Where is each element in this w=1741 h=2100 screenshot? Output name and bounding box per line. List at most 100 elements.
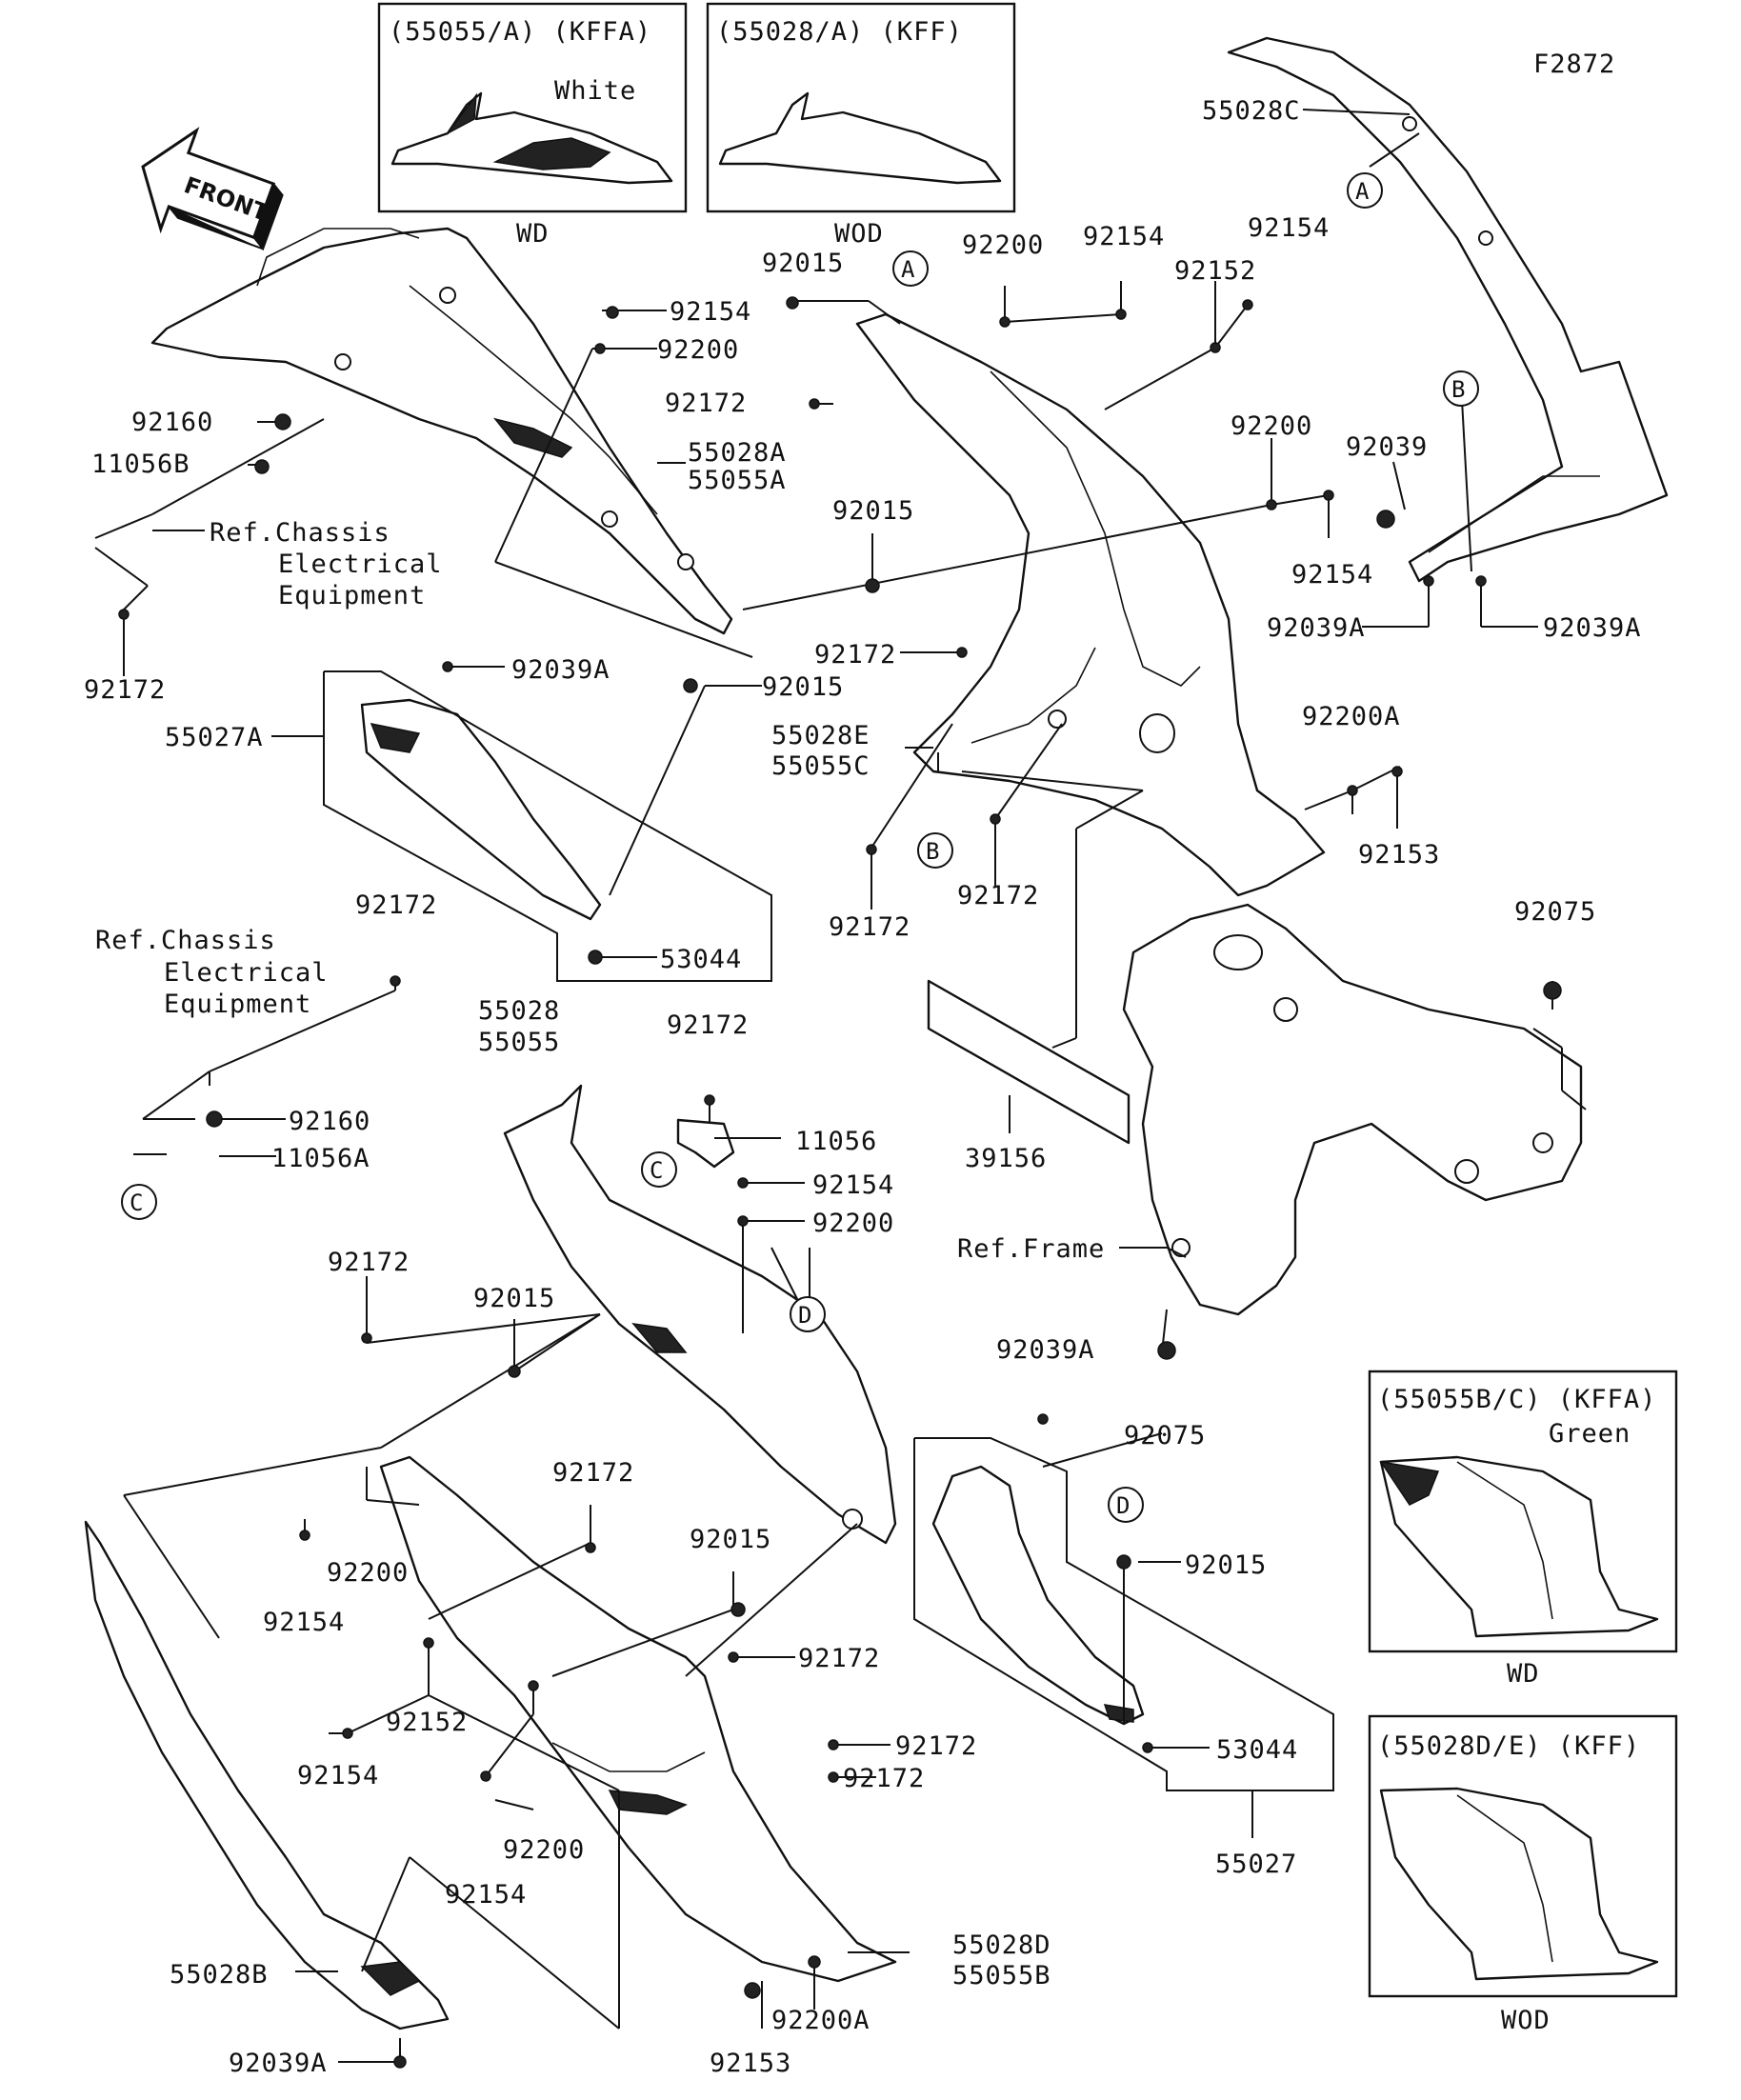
part-label: 92172 <box>328 1248 410 1277</box>
part-label: 92172 <box>84 675 166 705</box>
inset-box-wd-white: (55055/A) (KFFA) White WD <box>377 2 688 249</box>
part-label: 92152 <box>1174 256 1256 286</box>
svg-text:D: D <box>798 1302 811 1329</box>
part-label: 92172 <box>957 881 1039 910</box>
callout-d-2: D <box>1108 1487 1144 1523</box>
part-label: 92154 <box>1248 213 1330 243</box>
part-label: 92039A <box>511 655 610 685</box>
part-label: 92200A <box>1302 702 1401 731</box>
callout-c-1: C <box>641 1151 677 1188</box>
fastener-markers <box>118 296 1562 2069</box>
part-label: 92200 <box>962 230 1044 260</box>
part-label: 92039 <box>1346 432 1428 462</box>
part-label: 92154 <box>263 1608 345 1637</box>
svg-text:C: C <box>650 1157 663 1184</box>
part-label: 92015 <box>473 1284 555 1313</box>
figure-id: F2872 <box>1533 50 1615 79</box>
part-label: 55028A <box>688 438 787 468</box>
part-label: 92015 <box>762 249 844 278</box>
part-label: 11056A <box>271 1144 370 1173</box>
inset-box-title: (55028/A) (KFF) <box>716 17 963 47</box>
part-label: 92154 <box>297 1761 379 1790</box>
part-label: 53044 <box>1216 1735 1298 1765</box>
part-label: 55027 <box>1215 1850 1297 1879</box>
inset-box-caption: WOD <box>834 219 884 249</box>
part-label: 55055 <box>478 1028 560 1057</box>
inset-color-note: White <box>554 76 636 106</box>
part-label: 55027A <box>165 723 264 752</box>
ref-note-chassis-1: Ref.Chassis Electrical Equipment <box>210 518 443 610</box>
inset-box-caption: WD <box>516 219 550 249</box>
part-label: 92075 <box>1514 897 1596 927</box>
part-label: 92039A <box>1267 613 1366 643</box>
callout-c-2: C <box>121 1184 157 1220</box>
upper-cowl-right-55028c <box>1227 36 1669 583</box>
callout-b-2: B <box>917 832 953 869</box>
part-label: 92172 <box>895 1731 977 1761</box>
part-label: 55028E <box>771 721 870 750</box>
inset-box-caption: WD <box>1507 1659 1540 1689</box>
lower-cowl-55028b <box>84 1520 450 2030</box>
part-label: 55028 <box>478 996 560 1026</box>
upper-cowl-left <box>150 227 733 635</box>
svg-text:B: B <box>1451 376 1465 403</box>
part-label: 55055C <box>771 751 870 781</box>
inset-box-wod: (55028/A) (KFF) WOD <box>706 2 1016 249</box>
part-label: 92152 <box>386 1708 468 1737</box>
part-label: 92172 <box>843 1764 925 1793</box>
part-label: 92075 <box>1124 1421 1206 1450</box>
inner-cover-55027 <box>931 1465 1145 1726</box>
leader-lines <box>94 109 1587 2063</box>
callout-b-1: B <box>1443 370 1479 407</box>
part-label: 92160 <box>289 1107 370 1136</box>
svg-text:Equipment: Equipment <box>278 581 426 610</box>
part-label: 92039A <box>996 1335 1095 1365</box>
part-label: 92154 <box>812 1170 894 1200</box>
ref-note-chassis-2: Ref.Chassis Electrical Equipment <box>95 926 328 1019</box>
part-label: 55055A <box>688 466 787 495</box>
part-label: 92015 <box>690 1525 771 1554</box>
part-label: 92154 <box>670 297 751 327</box>
inset-color-note: Green <box>1549 1419 1631 1449</box>
part-label: 92200A <box>771 2006 870 2035</box>
part-label: 92154 <box>1291 560 1373 590</box>
part-label: 55028C <box>1202 96 1301 126</box>
part-label: 92172 <box>667 1010 749 1040</box>
part-label: 55028D <box>952 1930 1051 1960</box>
part-label: 55028B <box>170 1960 269 1990</box>
front-arrow-icon: FRONT <box>141 127 284 251</box>
inset-box-title: (55028D/E) (KFF) <box>1377 1731 1640 1761</box>
part-label: Ref.Frame <box>957 1234 1105 1264</box>
middle-cowl-center <box>855 312 1326 897</box>
part-label: 92200 <box>657 335 739 365</box>
inset-box-title: (55055/A) (KFFA) <box>389 17 651 47</box>
svg-text:D: D <box>1116 1492 1130 1519</box>
callout-a-2: A <box>892 250 929 287</box>
decal-39156 <box>927 979 1131 1145</box>
part-label: 92154 <box>1083 222 1165 251</box>
part-label: 92153 <box>1358 840 1440 870</box>
svg-text:Ref.Chassis: Ref.Chassis <box>210 518 390 548</box>
part-label: 92172 <box>798 1644 880 1673</box>
part-label: 92015 <box>1185 1550 1267 1580</box>
part-label: 92172 <box>665 389 747 418</box>
part-label: 92200 <box>812 1209 894 1238</box>
part-label: 92154 <box>445 1880 527 1910</box>
svg-text:Electrical: Electrical <box>278 550 443 579</box>
svg-text:B: B <box>926 838 939 865</box>
part-number-labels: 55028C 92015 92200 92154 92152 92154 921… <box>84 96 1641 2078</box>
inset-box-wd-green: (55055B/C) (KFFA) Green WD <box>1368 1370 1678 1689</box>
part-label: 92153 <box>710 2049 791 2078</box>
part-label: 92172 <box>829 912 911 942</box>
callout-a-1: A <box>1347 172 1383 209</box>
callout-d-1: D <box>790 1296 826 1332</box>
part-label: 92200 <box>327 1558 409 1588</box>
svg-text:Ref.Chassis: Ref.Chassis <box>95 926 276 955</box>
part-label: 92015 <box>762 672 844 702</box>
svg-text:Equipment: Equipment <box>164 990 311 1019</box>
part-label: 11056 <box>795 1127 877 1156</box>
bracket-11056 <box>676 1118 735 1169</box>
inset-box-title: (55055B/C) (KFFA) <box>1377 1385 1656 1414</box>
part-label: 11056B <box>91 450 190 479</box>
